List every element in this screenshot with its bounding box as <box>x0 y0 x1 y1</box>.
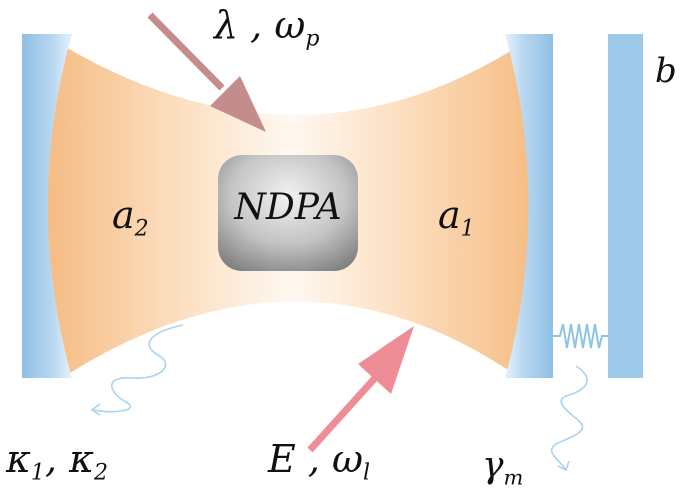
left-mode-label: a2 <box>112 193 149 240</box>
fixed-wall <box>608 34 643 378</box>
mechanical-damping-label: γm <box>482 445 523 488</box>
drive-arrow-icon <box>307 326 414 453</box>
pump-label: λ , ωp <box>214 3 319 50</box>
kappa1-main: κ <box>6 437 31 481</box>
right-mode-main: a <box>438 193 461 237</box>
pump-label-main: λ , ω <box>214 3 306 47</box>
ndpa-crystal <box>218 155 358 271</box>
right-movable-mirror <box>505 34 553 378</box>
gamma-sub: m <box>503 465 524 490</box>
right-mode-label: a1 <box>438 193 475 240</box>
kappa2-main: κ <box>69 437 95 481</box>
mechanical-mode-label: b <box>655 54 677 88</box>
pump-label-sub: p <box>305 26 320 52</box>
left-mode-main: a <box>112 193 135 237</box>
mechanical-decay-wavy-icon <box>550 365 588 472</box>
spring-icon <box>553 323 608 349</box>
kappa2-sub: 2 <box>94 460 109 486</box>
drive-label: E , ωl <box>268 437 370 484</box>
ndpa-label: NDPA <box>234 187 342 228</box>
mechanical-mode-text: b <box>655 51 677 91</box>
right-mode-sub: 1 <box>460 216 475 242</box>
pump-arrow-icon <box>147 12 266 132</box>
left-mirror <box>22 34 72 378</box>
drive-label-main: E , ω <box>268 437 363 481</box>
left-decay-label: κ1, κ2 <box>6 437 108 484</box>
kappa1-sub: 1 <box>30 460 45 486</box>
gamma-main: γ <box>482 445 504 486</box>
kappa-separator: , <box>44 437 70 481</box>
left-decay-wavy-icon <box>90 324 184 416</box>
drive-label-sub: l <box>362 460 371 486</box>
left-mode-sub: 2 <box>134 216 149 242</box>
